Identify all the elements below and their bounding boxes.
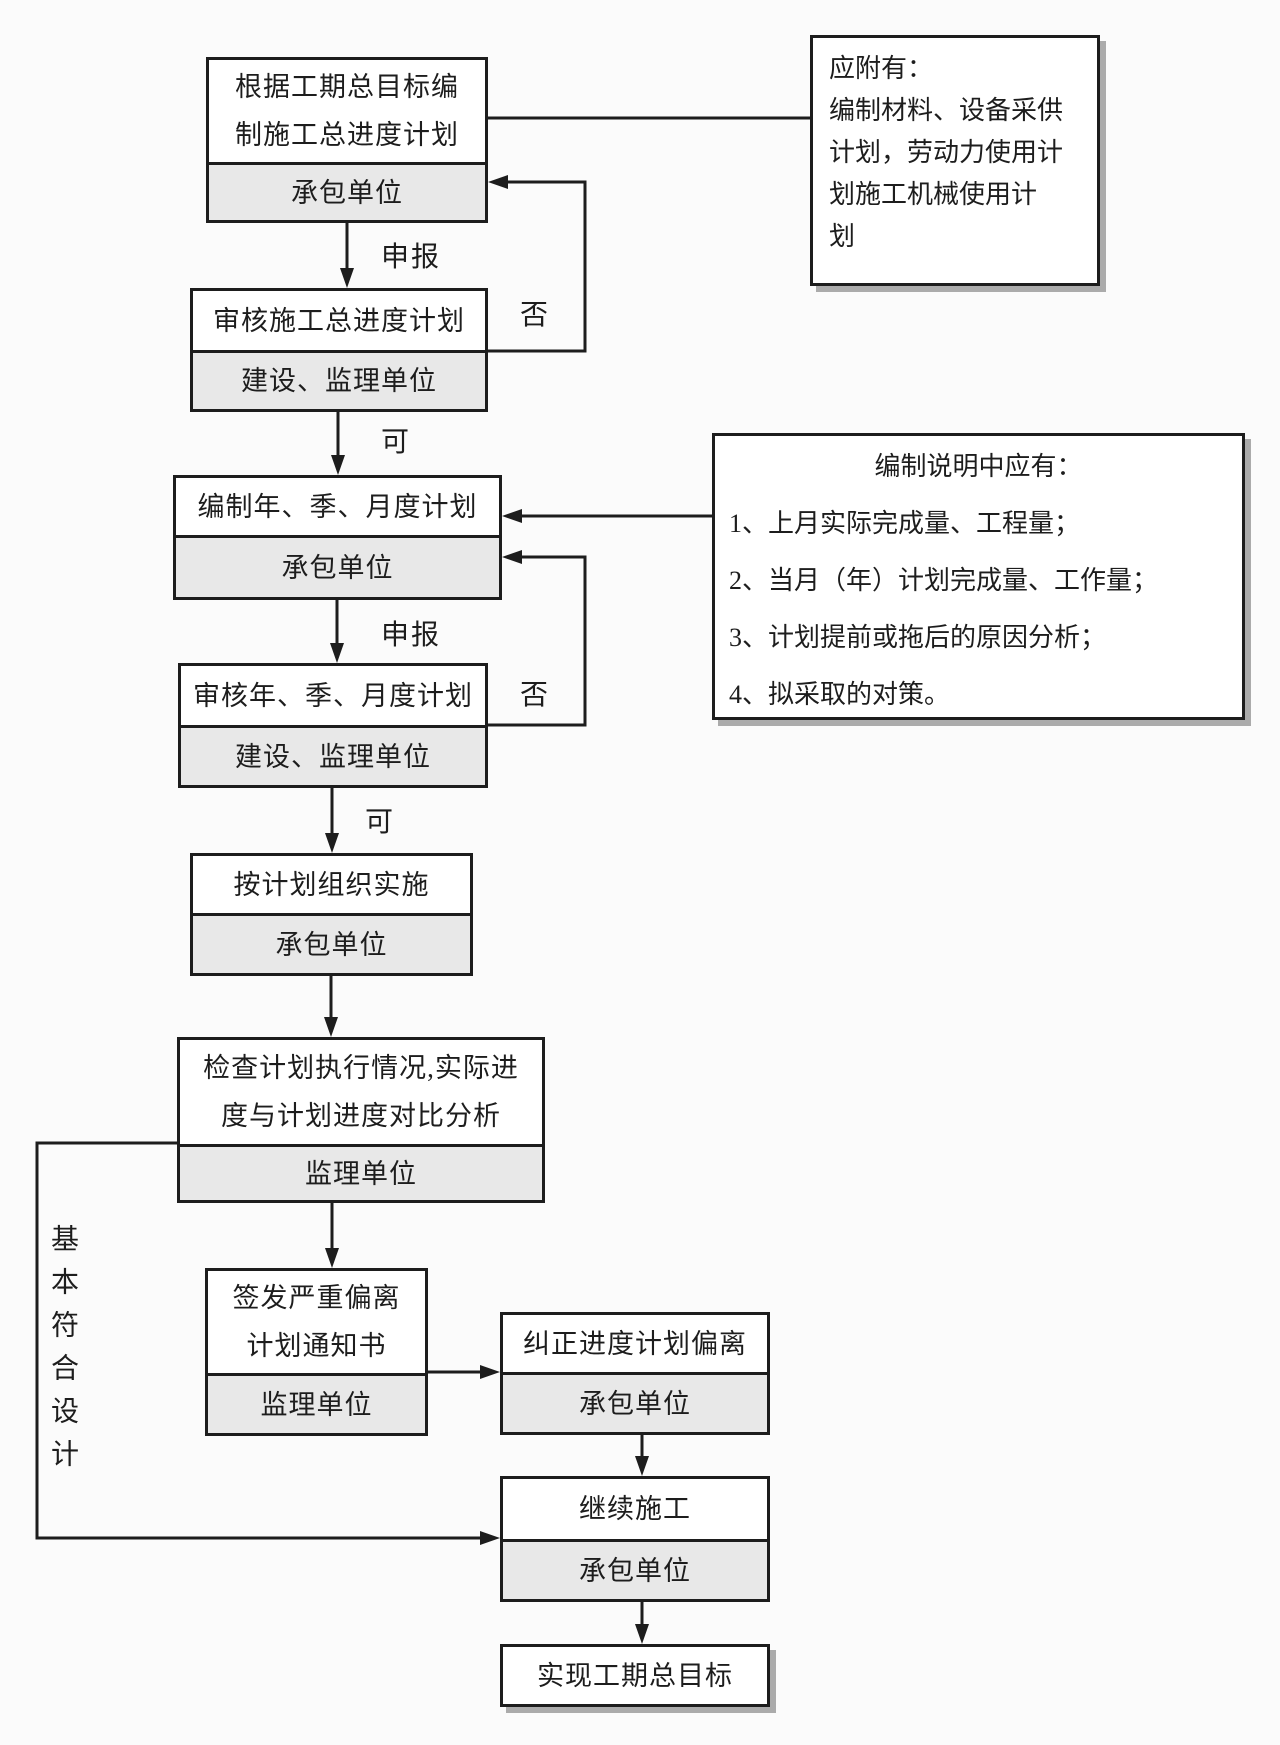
edge-label-no-1: 否 — [519, 300, 551, 331]
node-achieve-schedule-goal: 实现工期总目标 — [500, 1644, 770, 1707]
node-org: 承包单位 — [176, 535, 499, 597]
edge-notice-to-correct — [428, 1365, 500, 1379]
edge-review-periodic-to-implement — [325, 788, 339, 853]
edge-label-no-2: 否 — [519, 680, 551, 711]
node-compile-periodic-plans: 编制年、季、月度计划 承包单位 — [173, 475, 502, 600]
edge-basically-conforms-branch — [35, 1141, 500, 1545]
node-title: 审核施工总进度计划 — [193, 291, 485, 350]
edge-check-to-issue-notice — [325, 1203, 339, 1268]
edge-no-loop-periodic — [488, 550, 587, 727]
edge-compile-periodic-to-review-periodic — [330, 600, 344, 663]
node-org: 建设、监理单位 — [193, 350, 485, 409]
edge-implement-to-check — [324, 976, 338, 1037]
note-attachments: 应附有： 编制材料、设备采供 计划，劳动力使用计 划施工机械使用计 划 — [810, 35, 1100, 286]
node-title: 实现工期总目标 — [503, 1647, 767, 1704]
node-correct-deviation: 纠正进度计划偏离 承包单位 — [500, 1312, 770, 1435]
node-org: 建设、监理单位 — [181, 725, 485, 785]
node-title: 继续施工 — [503, 1479, 767, 1539]
node-continue-construction: 继续施工 承包单位 — [500, 1476, 770, 1602]
node-review-overall-schedule: 审核施工总进度计划 建设、监理单位 — [190, 288, 488, 412]
note-explanation: 编制说明中应有： 1、上月实际完成量、工程量； 2、当月（年）计划完成量、工作量… — [712, 433, 1245, 720]
node-title: 审核年、季、月度计划 — [181, 666, 485, 725]
edge-correct-to-continue — [635, 1435, 649, 1476]
edge-explanation-note-to-compile-periodic — [502, 509, 712, 523]
note-explanation-item: 4、拟采取的对策。 — [729, 680, 951, 709]
edge-label-yes-2: 可 — [364, 807, 396, 838]
node-compile-overall-schedule: 根据工期总目标编 制施工总进度计划 承包单位 — [206, 57, 488, 223]
node-title: 根据工期总目标编 制施工总进度计划 — [209, 60, 485, 162]
node-title: 编制年、季、月度计划 — [176, 478, 499, 535]
node-check-plan-execution: 检查计划执行情况,实际进 度与计划进度对比分析 监理单位 — [177, 1037, 545, 1203]
node-org: 监理单位 — [208, 1373, 425, 1433]
node-title: 纠正进度计划偏离 — [503, 1315, 767, 1372]
note-explanation-item: 2、当月（年）计划完成量、工作量； — [729, 566, 1159, 595]
note-explanation-title: 编制说明中应有： — [874, 452, 1083, 481]
node-org: 承包单位 — [209, 162, 485, 220]
edge-continue-to-goal — [635, 1602, 649, 1644]
node-org: 承包单位 — [193, 913, 470, 973]
edge-compile-to-review-overall — [340, 223, 354, 288]
edge-label-declare-1: 申报 — [380, 242, 442, 273]
edge-label-yes-1: 可 — [380, 427, 412, 458]
note-explanation-item: 1、上月实际完成量、工程量； — [729, 509, 1081, 538]
edge-label-basically-conforms-design: 基本符合设计 — [47, 1224, 78, 1482]
note-explanation-item: 3、计划提前或拖后的原因分析； — [729, 623, 1107, 652]
edge-no-loop-overall — [488, 175, 587, 353]
edge-review-overall-to-compile-periodic — [331, 412, 345, 475]
node-title: 检查计划执行情况,实际进 度与计划进度对比分析 — [180, 1040, 542, 1144]
node-title: 按计划组织实施 — [193, 856, 470, 913]
node-org: 承包单位 — [503, 1372, 767, 1432]
node-review-periodic-plans: 审核年、季、月度计划 建设、监理单位 — [178, 663, 488, 788]
node-issue-deviation-notice: 签发严重偏离 计划通知书 监理单位 — [205, 1268, 428, 1436]
node-implement-plan: 按计划组织实施 承包单位 — [190, 853, 473, 976]
node-org: 监理单位 — [180, 1144, 542, 1200]
node-org: 承包单位 — [503, 1539, 767, 1599]
edge-label-declare-2: 申报 — [380, 620, 442, 651]
node-title: 签发严重偏离 计划通知书 — [208, 1271, 425, 1373]
